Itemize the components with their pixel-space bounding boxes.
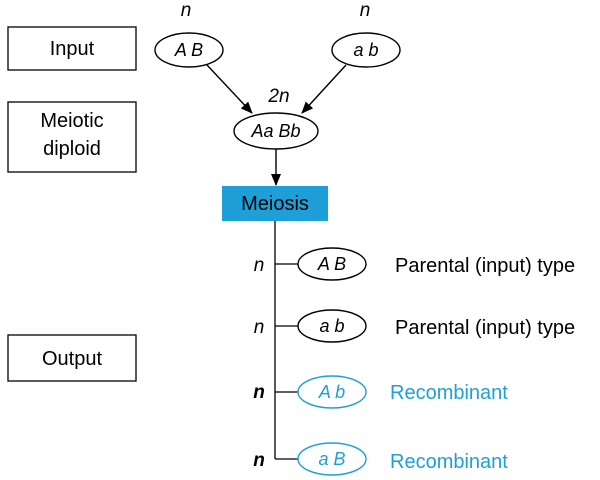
product-3-oval [297,375,367,409]
stage-box-meiotic-diploid: Meiotic diploid [7,101,137,173]
stage-label-meiotic-line1: Meiotic [40,110,103,132]
product-1-ploidy-label: n [254,255,265,276]
product-2-genotype: a b [319,316,344,336]
stage-box-input-frame [7,26,137,71]
stage-label-meiotic-line2: diploid [43,138,101,160]
product-2-ploidy-label: n [254,317,265,338]
diploid-ploidy-label: 2n [267,86,289,107]
stage-label-input: Input [50,38,95,60]
stage-label-output: Output [42,348,102,370]
parent-2-genotype: a b [353,40,378,60]
parent-2-oval [331,32,401,68]
product-3-genotype: A b [318,382,345,402]
arrow-parent-1-to-diploid [206,64,253,114]
stage-box-meiotic-diploid-frame [7,101,137,173]
product-1-oval [297,247,367,281]
diploid-genotype: Aa Bb [250,121,300,141]
meiotic-diploid: 2n Aa Bb [233,86,319,150]
parent-haploid-2: n a b [331,0,401,68]
meiosis-process: Meiosis [222,186,328,221]
parent-1-ploidy-label: n [181,0,192,21]
parent-1-genotype: A B [174,40,203,60]
product-4-type-label: Recombinant [390,451,508,473]
product-1-genotype: A B [317,254,346,274]
stage-box-output: Output [7,334,137,382]
product-3-type-label: Recombinant [390,382,508,404]
meiosis-label: Meiosis [241,193,309,215]
arrow-parent-2-to-diploid [301,64,347,114]
parent-1-oval [154,32,224,68]
product-4-oval [297,442,367,476]
product-1: n A B Parental (input) type [254,247,575,281]
stage-box-output-frame [7,334,137,382]
product-1-type-label: Parental (input) type [395,255,575,277]
product-3: n A b Recombinant [253,375,508,409]
product-2-type-label: Parental (input) type [395,317,575,339]
stage-box-input: Input [7,26,137,71]
product-4-genotype: a B [318,449,345,469]
product-3-ploidy-label: n [253,382,265,403]
parent-2-ploidy-label: n [360,0,371,21]
product-2: n a b Parental (input) type [254,309,575,343]
product-4-ploidy-label: n [253,450,265,471]
product-4: n a B Recombinant [253,442,508,476]
parent-haploid-1: n A B [154,0,224,68]
meiosis-box [222,186,328,221]
product-2-oval [297,309,367,343]
